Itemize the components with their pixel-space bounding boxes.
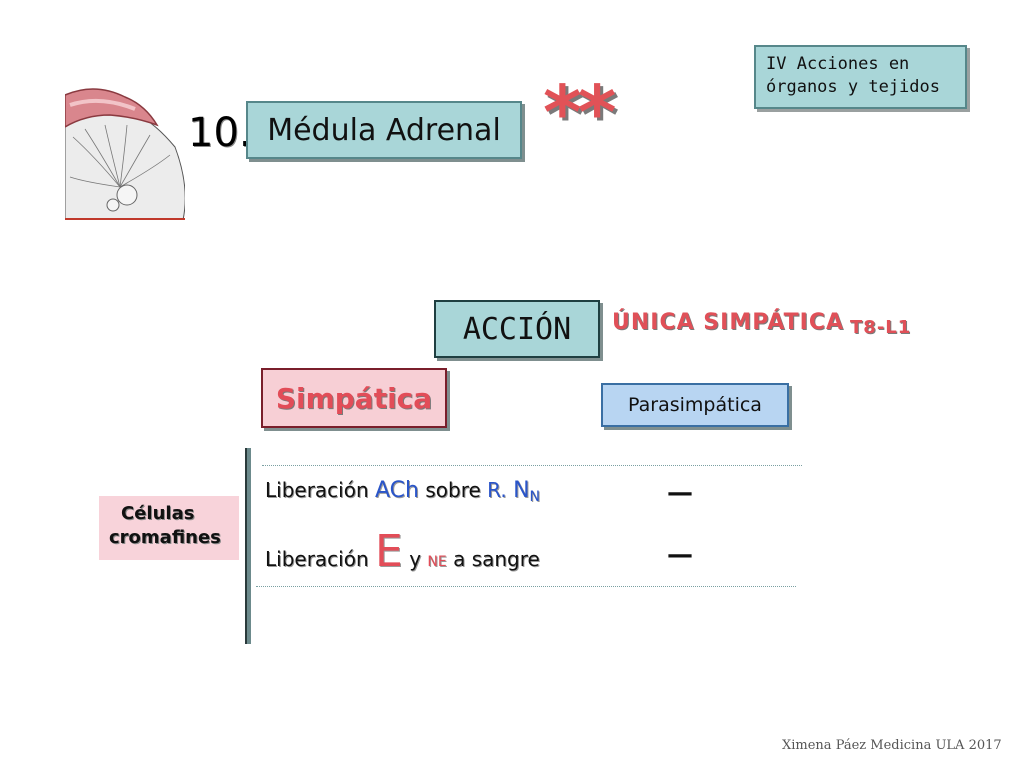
cells-line-1: Células [121, 503, 195, 524]
row1-prefix: Liberación [265, 478, 369, 502]
accion-note-text: ÚNICA SIMPÁTICA [612, 310, 845, 335]
section-label: IV Acciones en órganos y tejidos [754, 45, 967, 109]
divider-bottom [256, 586, 796, 587]
cells-line-2: cromafines [109, 527, 221, 548]
row1-n-sub: N [529, 489, 541, 505]
row2-dash: — [667, 540, 693, 570]
row-ach-release: Liberación ACh sobre R. NN [265, 478, 540, 505]
row1-dash: — [667, 478, 693, 508]
adrenal-gland-illustration-icon [65, 77, 185, 220]
divider-top [262, 465, 802, 466]
importance-stars: ** [543, 70, 616, 156]
row2-suffix: a sangre [453, 547, 540, 571]
row2-prefix: Liberación [265, 547, 369, 571]
chromaffin-cells-label: Células cromafines [99, 496, 239, 560]
row1-receptor: R. [487, 478, 507, 502]
page-title: Médula Adrenal [246, 101, 522, 159]
parasympathetic-label: Parasimpática [601, 383, 789, 427]
row2-ne: NE [427, 554, 447, 570]
row-e-ne-release: Liberación E y NE a sangre [265, 526, 540, 577]
footer-credit: Ximena Páez Medicina ULA 2017 [782, 738, 1002, 753]
row1-ach: ACh [375, 478, 419, 503]
row2-y: y [409, 547, 422, 571]
bracket-line [245, 448, 251, 644]
row1-mid: sobre [425, 478, 481, 502]
accion-label: ACCIÓN [434, 300, 600, 358]
slide-number: 10. [188, 110, 252, 156]
row2-e: E [375, 526, 403, 577]
accion-note-segment: T8-L1 [850, 317, 912, 338]
row1-n: N [513, 478, 530, 503]
sympathetic-label: Simpática [261, 368, 447, 428]
